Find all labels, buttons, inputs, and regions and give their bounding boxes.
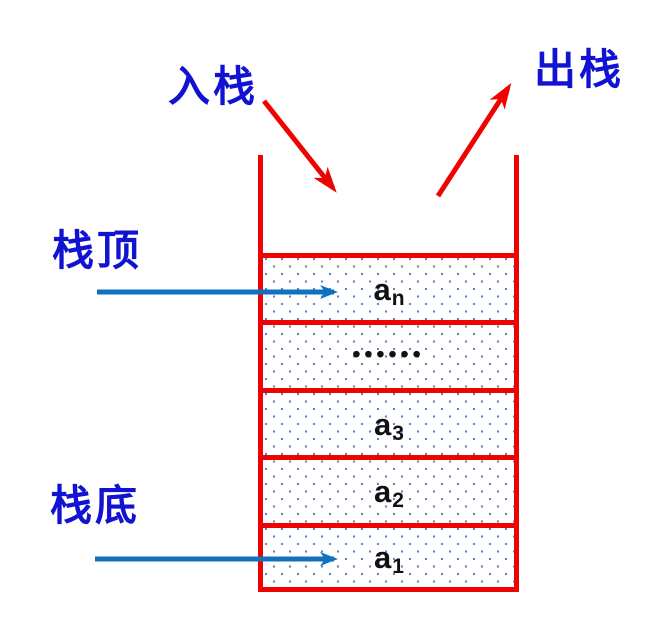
push-label: 入栈 [168,63,259,110]
cell-label: a [374,406,392,442]
cell-label: a [374,540,392,575]
push-arrow [262,99,337,193]
cell-subscript: n [391,286,405,310]
stack-bottom-line [258,587,519,592]
stack-shelf-line [258,388,519,393]
cell-subscript: 2 [392,489,404,512]
ellipsis-dots: •••••• [352,341,425,367]
cell-label: a [374,474,392,509]
stack-cell-ellipsis: •••••• [263,325,514,388]
stack-shelf-line [258,320,519,325]
bottom-label: 栈底 [50,482,141,529]
stack-shelf-line [258,253,519,258]
stack-left-wall [258,155,263,592]
cell-subscript: 3 [392,421,404,445]
stack-interior [263,255,514,589]
stack-shelf-line [258,523,519,528]
stack-right-wall [514,155,519,592]
pop-label: 出栈 [534,46,625,93]
top-label: 栈顶 [52,227,143,274]
cell-label: a [373,271,391,307]
pop-arrow [435,82,512,198]
cell-subscript: 1 [392,555,404,578]
stack-shelf-line [258,455,519,460]
